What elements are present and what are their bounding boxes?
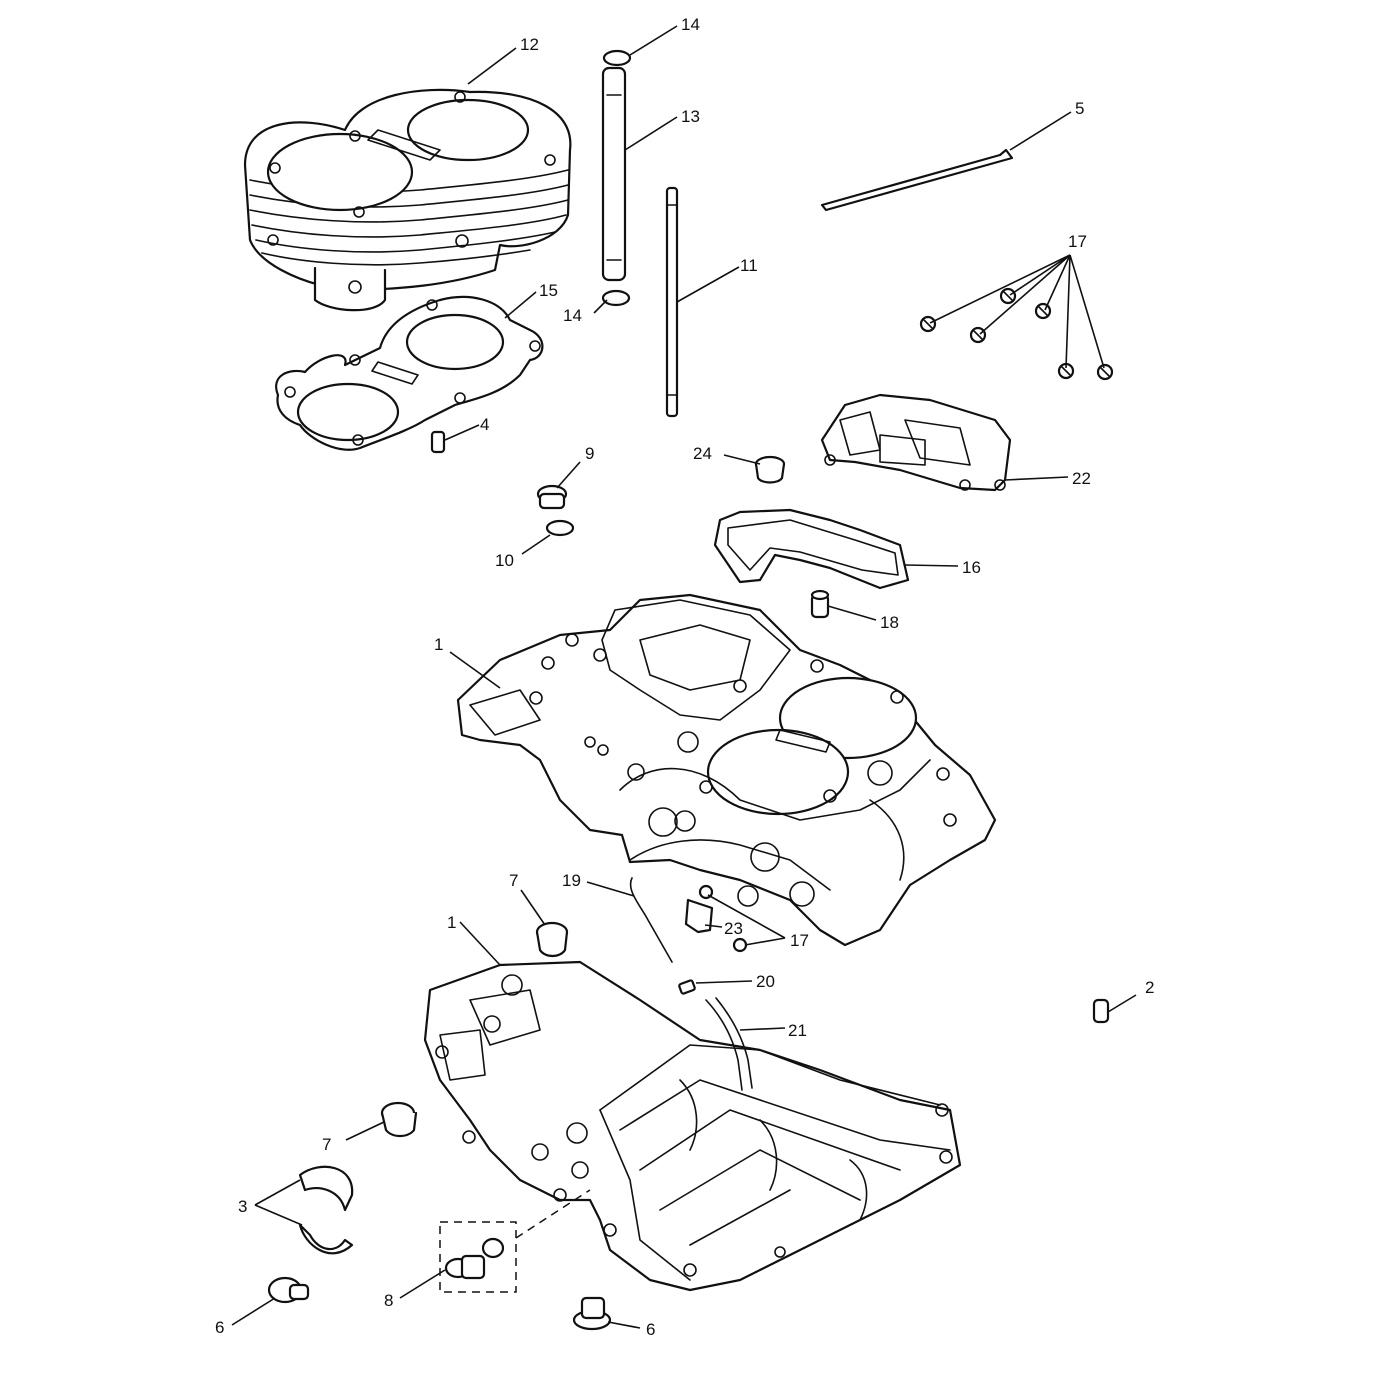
callout-8: 8: [384, 1291, 393, 1310]
callout-16: 16: [962, 558, 981, 577]
callout-1-upper: 1: [434, 635, 443, 654]
callout-13: 13: [681, 107, 700, 126]
sleeve-upper: [535, 921, 569, 958]
callout-6-left: 6: [215, 1318, 224, 1337]
callout-12: 12: [520, 35, 539, 54]
callout-7-upper: 7: [509, 871, 518, 890]
filler-plug-seal: [545, 519, 575, 537]
callout-20: 20: [756, 972, 775, 991]
callout-labels: 1 1 2 3 4 5 6 6 7 7 8 9 10 11 12 13 14 1…: [215, 15, 1154, 1339]
crankcase-plug-bottom: [572, 1296, 612, 1331]
main-bearing-shells: [298, 1165, 354, 1255]
callout-4: 4: [480, 415, 489, 434]
dipstick-rod: [820, 148, 1014, 212]
cylinder-block: [243, 88, 572, 312]
callout-22: 22: [1072, 469, 1091, 488]
lower-crankcase: [423, 960, 962, 1292]
callout-6-bottom: 6: [646, 1320, 655, 1339]
breather-housing: [820, 393, 1012, 492]
breather-gasket: [713, 508, 910, 590]
callout-9: 9: [585, 444, 594, 463]
bracket-bolt-lower: [732, 937, 748, 953]
callout-19: 19: [562, 871, 581, 890]
bolt-set: [919, 287, 1114, 381]
o-ring-bottom: [601, 289, 631, 307]
callout-1-lower: 1: [447, 913, 456, 932]
leader-lines: [231, 25, 1137, 1329]
callout-11: 11: [740, 256, 758, 275]
cylinder-stud: [665, 186, 679, 418]
upper-crankcase: [456, 593, 997, 947]
drain-plug-assembly: [439, 1189, 591, 1293]
union-fitting: [810, 589, 830, 619]
callout-2: 2: [1145, 978, 1154, 997]
bracket: [684, 898, 714, 934]
callout-14-top: 14: [681, 15, 700, 34]
pushrod-tube: [601, 66, 627, 282]
dowel-pin-right: [1092, 998, 1110, 1024]
dowel-pin: [430, 430, 446, 454]
callout-5: 5: [1075, 99, 1084, 118]
callout-21: 21: [788, 1021, 807, 1040]
breather-pipe: [629, 877, 673, 963]
filler-plug: [536, 484, 568, 510]
blanking-plug: [754, 455, 786, 484]
oil-hose: [705, 999, 743, 1091]
cylinder-base-gasket: [275, 295, 544, 451]
callout-7-lower: 7: [322, 1135, 331, 1154]
callout-18: 18: [880, 613, 899, 632]
sleeve-lower: [380, 1101, 418, 1138]
callout-15: 15: [539, 281, 558, 300]
spring-dowel: [678, 979, 696, 995]
callout-14-bottom: 14: [563, 306, 582, 325]
oil-hose-inner: [715, 997, 753, 1089]
callout-17-lower: 17: [790, 931, 809, 950]
callout-17-top: 17: [1068, 232, 1087, 251]
o-ring-top: [602, 49, 632, 67]
callout-3: 3: [238, 1197, 247, 1216]
callout-23: 23: [724, 919, 743, 938]
crankcase-plug-left: [267, 1276, 310, 1304]
callout-10: 10: [495, 551, 514, 570]
callout-24: 24: [693, 444, 712, 463]
